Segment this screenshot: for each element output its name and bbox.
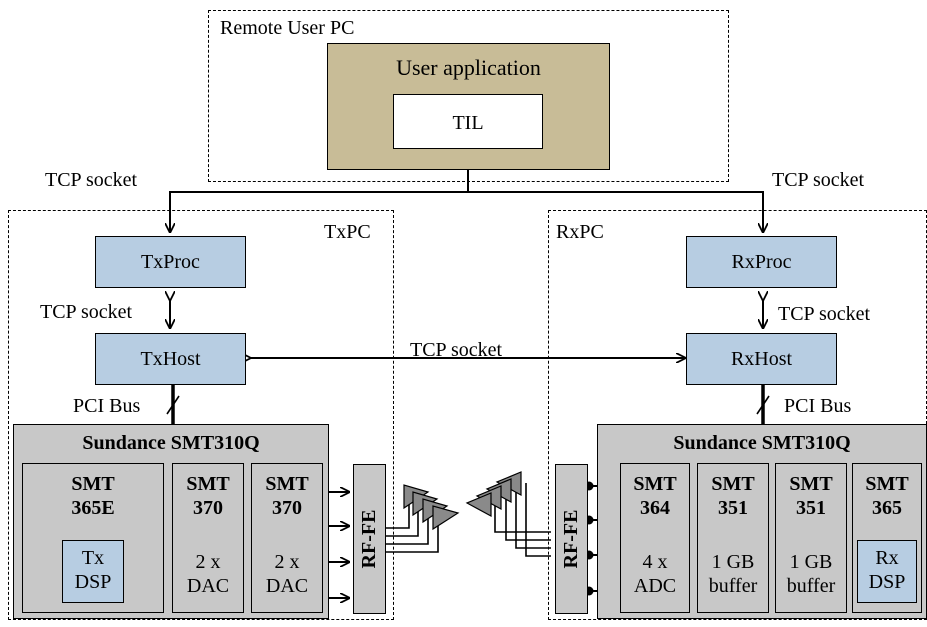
tx-smt370-2-desc-2: DAC: [265, 575, 309, 597]
tcp-line-right: [468, 191, 763, 232]
tcp-line-left: [170, 191, 468, 232]
remote-user-pc-frame: [208, 10, 729, 182]
rx-pci-bus-label: PCI Bus: [784, 395, 852, 417]
txproc-box: [95, 236, 246, 288]
rx-tcp-socket-label: TCP socket: [778, 303, 871, 325]
rxproc-box: [686, 236, 837, 288]
rxpc-label: RxPC: [556, 221, 604, 243]
tx-smt370-module-1: [172, 463, 244, 613]
tx-tcp-socket-label: TCP socket: [40, 301, 133, 323]
tcp-socket-label-right: TCP socket: [772, 169, 865, 191]
rx-smt364-label-1: SMT: [633, 473, 677, 495]
txpc-frame: [8, 210, 394, 620]
til-box: [393, 94, 543, 149]
tx-dsp-label-1: Tx: [81, 547, 105, 569]
tx-smt370-1-desc-2: DAC: [186, 575, 230, 597]
tx-smt370-1-label-1: SMT: [186, 473, 230, 495]
tcp-socket-label-left: TCP socket: [45, 169, 138, 191]
txhost-box: [95, 333, 246, 385]
rx-smt351-module-1: [697, 463, 769, 613]
tx-rf-fe-box: [353, 464, 386, 614]
tx-antennas: [403, 484, 460, 531]
rx-smt351-2-label-2: 351: [796, 497, 826, 519]
rx-antenna-feeds: [494, 483, 551, 557]
tx-smt370-2-desc-1: 2 x: [274, 551, 300, 573]
rx-rf-fe-label: RF-FE: [560, 509, 582, 569]
tx-smt370-1-desc-1: 2 x: [195, 551, 221, 573]
rx-dsp-label-1: Rx: [875, 547, 899, 569]
tx-smt365e-label-1: SMT: [71, 473, 115, 495]
rxhost-label: RxHost: [730, 348, 793, 370]
rx-smt351-2-desc-2: buffer: [786, 575, 836, 597]
rx-smt365-label-1: SMT: [865, 473, 909, 495]
txpc-label: TxPC: [324, 221, 371, 243]
txproc-label: TxProc: [141, 251, 200, 273]
rx-smt351-2-label-1: SMT: [789, 473, 833, 495]
tx-pci-bus-label: PCI Bus: [73, 395, 141, 417]
rx-smt351-2-desc-1: 1 GB: [789, 551, 833, 573]
rx-smt364-desc-1: 4 x: [642, 551, 668, 573]
tx-smt370-2-label-1: SMT: [265, 473, 309, 495]
rx-pci-slash: [756, 395, 770, 415]
rx-board-label: Sundance SMT310Q: [673, 432, 851, 454]
txhost-label: TxHost: [140, 348, 201, 370]
tx-smt365e-label-2: 365E: [71, 497, 115, 519]
tx-smt370-1-label-2: 370: [193, 497, 223, 519]
rxhost-box: [686, 333, 837, 385]
tx-smt370-2-label-2: 370: [272, 497, 302, 519]
til-label: TIL: [452, 112, 484, 134]
user-application-label: User application: [396, 55, 541, 80]
tx-dsp-label-2: DSP: [74, 571, 112, 593]
tx-board-label: Sundance SMT310Q: [82, 432, 260, 454]
tx-pci-slash: [166, 395, 180, 415]
rx-smt351-1-desc-1: 1 GB: [711, 551, 755, 573]
rx-dsp-label-2: DSP: [868, 571, 906, 593]
rx-dsp-box: [857, 540, 917, 603]
tx-dsp-box: [62, 540, 124, 603]
tx-rf-fe-label: RF-FE: [358, 509, 380, 569]
rx-smt351-module-2: [775, 463, 847, 613]
rx-smt364-desc-2: ADC: [633, 575, 677, 597]
rxproc-label: RxProc: [731, 251, 792, 273]
remote-user-pc-label: Remote User PC: [220, 17, 355, 39]
tx-smt370-module-2: [251, 463, 323, 613]
rx-smt351-1-desc-2: buffer: [708, 575, 758, 597]
rx-smt364-label-2: 364: [640, 497, 670, 519]
rx-smt364-module: [620, 463, 690, 613]
rx-antennas: [465, 471, 522, 518]
rx-smt351-1-label-1: SMT: [711, 473, 755, 495]
rx-smt351-1-label-2: 351: [718, 497, 748, 519]
host-tcp-socket-label: TCP socket: [410, 339, 503, 361]
rx-smt365-label-2: 365: [872, 497, 902, 519]
rx-rf-fe-box: [555, 464, 588, 614]
